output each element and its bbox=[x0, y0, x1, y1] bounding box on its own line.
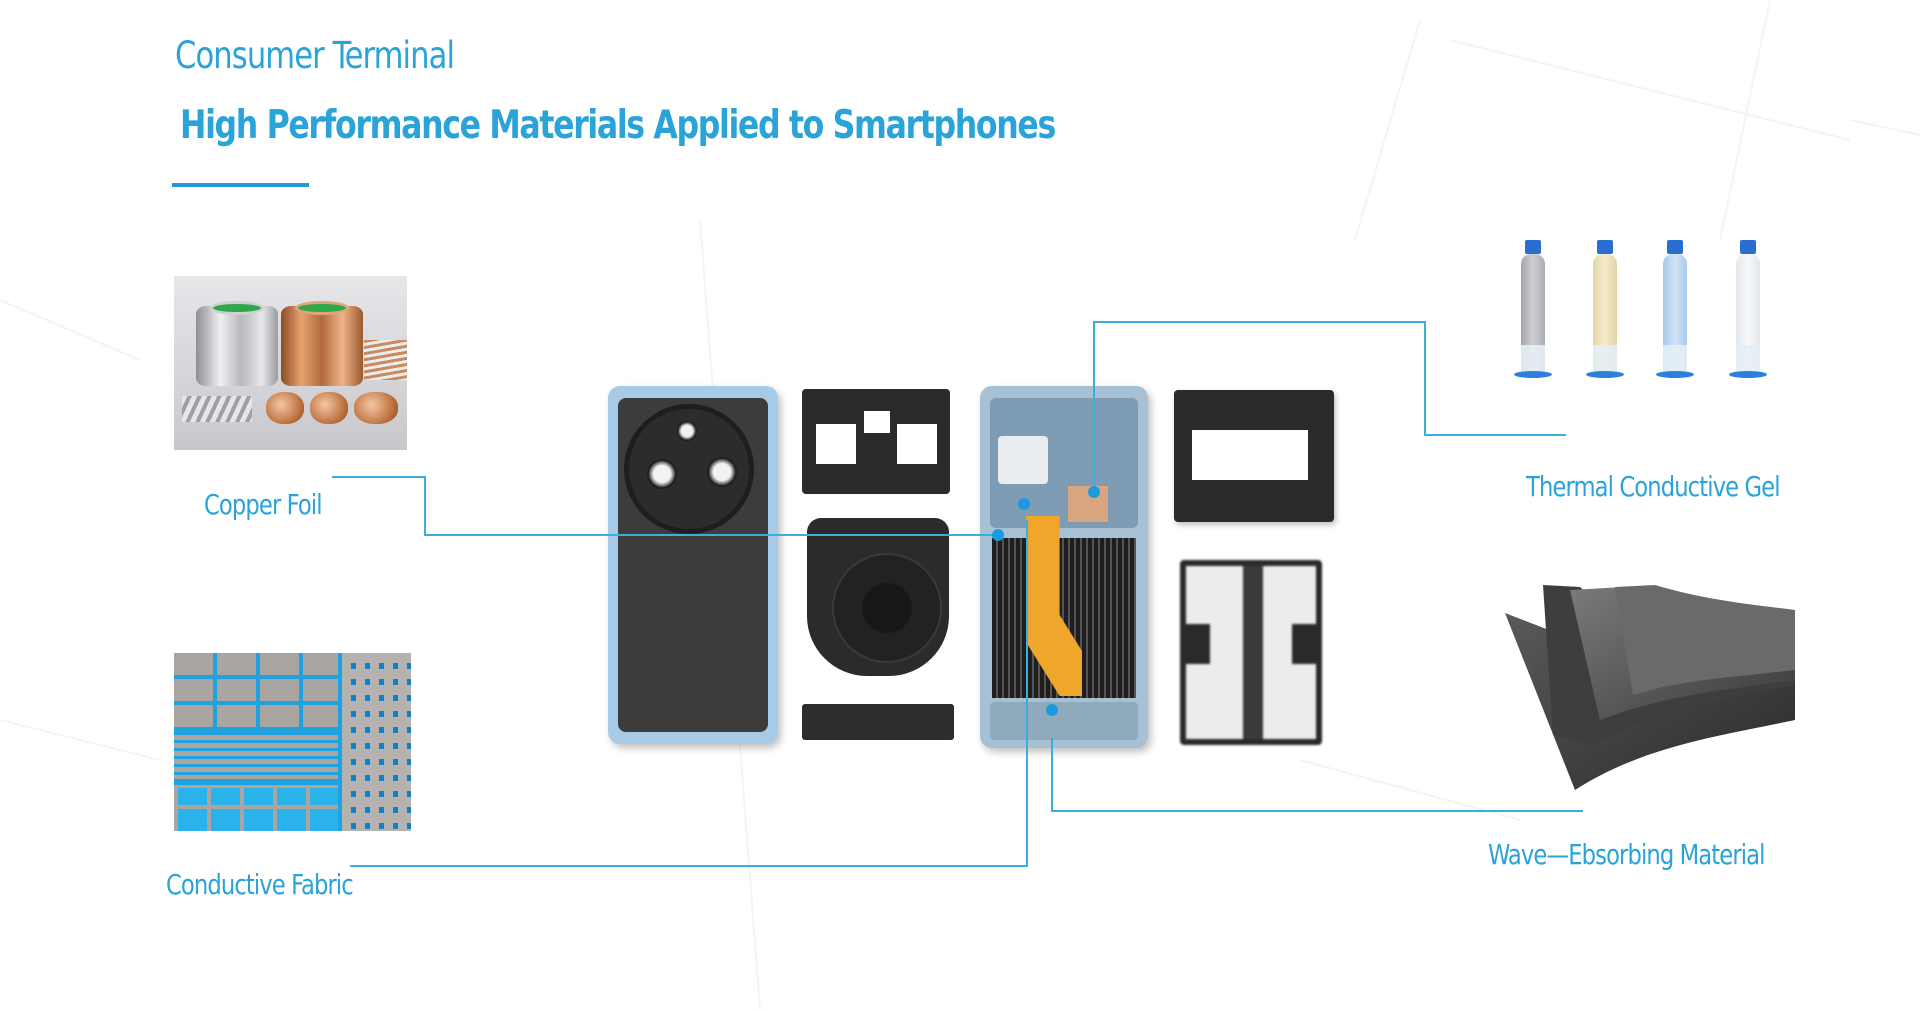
copper-disc-icon bbox=[310, 392, 348, 424]
battery-icon bbox=[1180, 560, 1322, 745]
conductive-fabric-label: Conductive Fabric bbox=[166, 868, 354, 901]
copper-foil-label: Copper Foil bbox=[204, 488, 323, 521]
speaker-icon bbox=[802, 704, 954, 740]
coil-icon bbox=[807, 518, 949, 676]
phone-back-cover-icon bbox=[608, 386, 778, 744]
wave-absorbing-image bbox=[1505, 585, 1795, 790]
conductive-fabric-image bbox=[174, 653, 411, 831]
camera-lens-icon bbox=[647, 459, 677, 489]
aluminum-roll-icon bbox=[196, 301, 278, 386]
gel-tube-icon bbox=[1586, 240, 1624, 388]
circuit-board-icon bbox=[1174, 390, 1334, 522]
conductive-fabric-marker bbox=[1018, 498, 1030, 510]
bracket-icon bbox=[802, 389, 950, 494]
camera-lens-icon bbox=[707, 457, 737, 487]
camera-lens-icon bbox=[677, 421, 697, 441]
wave-absorbing-marker bbox=[1046, 704, 1058, 716]
page-subtitle: High Performance Materials Applied to Sm… bbox=[180, 103, 1056, 148]
gel-tube-icon bbox=[1729, 240, 1767, 388]
page-title: Consumer Terminal bbox=[175, 34, 455, 77]
copper-strips-icon bbox=[364, 340, 407, 380]
thermal-gel-label: Thermal Conductive Gel bbox=[1526, 470, 1781, 503]
foil-strips-icon bbox=[182, 396, 252, 422]
gel-tube-icon bbox=[1656, 240, 1694, 388]
thermal-gel-marker bbox=[1088, 486, 1100, 498]
copper-roll-icon bbox=[281, 301, 363, 386]
gel-tube-icon bbox=[1514, 240, 1552, 388]
copper-foil-marker bbox=[992, 529, 1004, 541]
copper-disc-icon bbox=[266, 392, 304, 424]
phone-frame-icon bbox=[980, 386, 1148, 748]
wave-absorbing-label: Wave—Ebsorbing Material bbox=[1488, 838, 1765, 871]
copper-disc-icon bbox=[354, 392, 398, 424]
copper-foil-image bbox=[174, 276, 407, 450]
title-underline bbox=[172, 183, 309, 187]
